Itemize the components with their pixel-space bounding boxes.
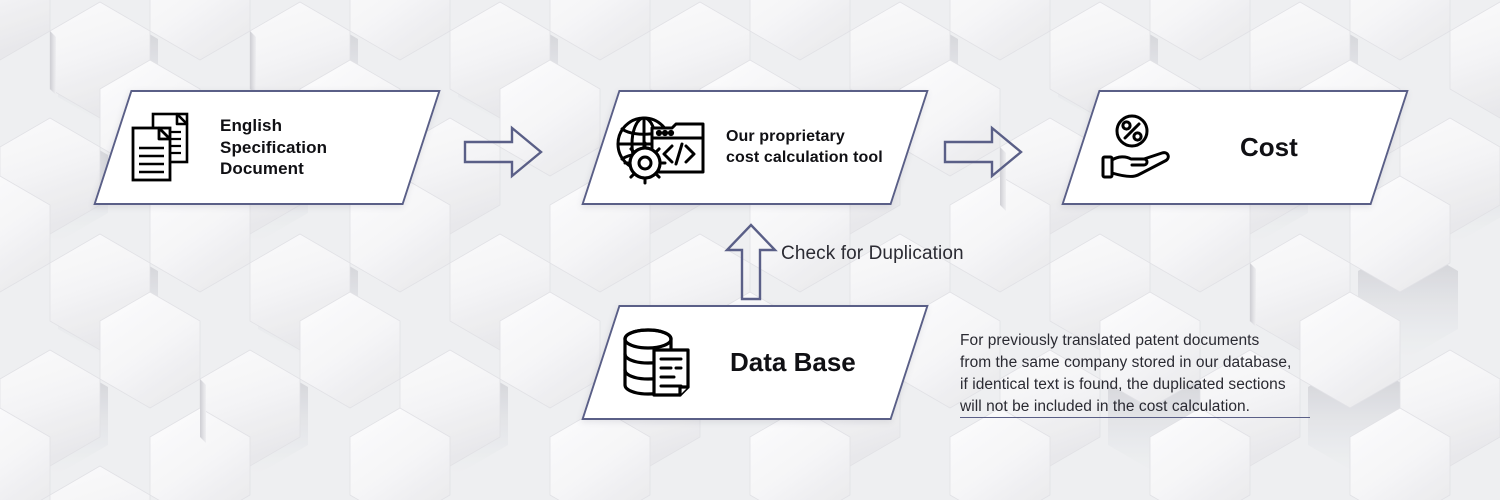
card-label-cost: Cost: [1240, 132, 1298, 163]
arrow-right-icon-tool-to-cost: [942, 124, 1024, 180]
arrow-up-icon-db-to-tool: [722, 222, 780, 302]
card-label-database: Data Base: [730, 347, 856, 378]
card-cost-calculation-tool[interactable]: Our proprietary cost calculation tool: [581, 90, 929, 205]
database-document-icon: [618, 325, 698, 401]
hand-percent-icon: [1096, 113, 1182, 183]
check-for-duplication-label: Check for Duplication: [781, 243, 964, 264]
card-label-document: English Specification Document: [220, 116, 328, 179]
duplication-note-text: For previously translated patent documen…: [960, 332, 1292, 415]
globe-code-gear-icon: [612, 110, 708, 186]
card-data-base[interactable]: Data Base: [581, 305, 929, 420]
note-underline-rule: [960, 417, 1310, 418]
arrow-right-icon-doc-to-tool: [462, 124, 544, 180]
documents-icon: [126, 109, 198, 187]
card-english-specification-document[interactable]: English Specification Document: [93, 90, 441, 205]
card-label-tool: Our proprietary cost calculation tool: [726, 128, 883, 166]
card-cost[interactable]: Cost: [1061, 90, 1409, 205]
